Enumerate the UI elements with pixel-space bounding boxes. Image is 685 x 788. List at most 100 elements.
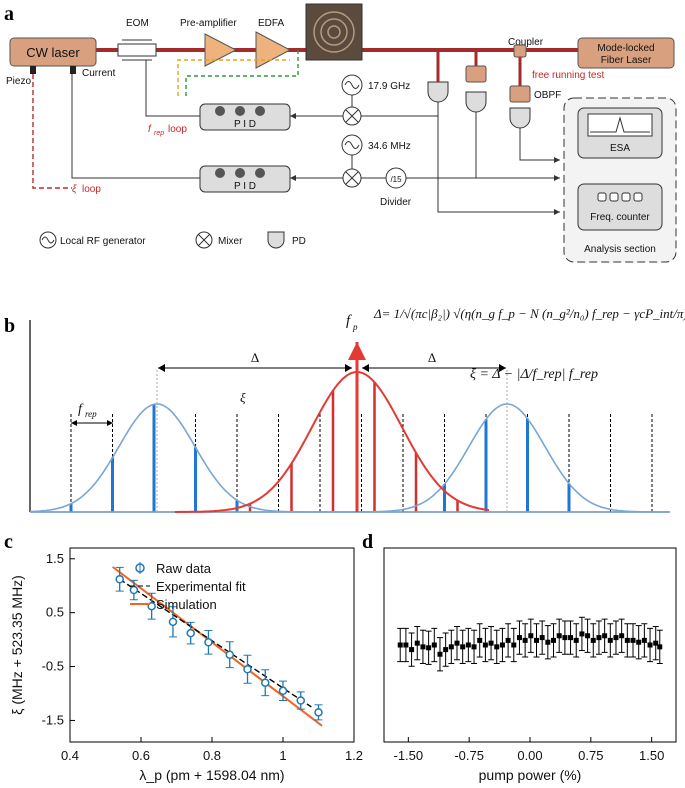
divider-label: Divider — [380, 197, 412, 208]
frep-sub: rep — [85, 409, 97, 419]
counter-digit-1 — [597, 192, 607, 202]
c-ytick-label: -1.5 — [42, 712, 64, 727]
pd-icon-2 — [465, 91, 487, 113]
d-xtick-label: 0.75 — [578, 748, 603, 763]
d-data-point — [499, 642, 505, 648]
equation-xi: ξ = Δ − |Δ/f_rep| f_rep — [470, 367, 598, 382]
c-legend-sim: Simulation — [156, 597, 217, 612]
free-running-label: free running test — [532, 70, 604, 81]
c-data-point — [278, 686, 288, 696]
d-data-point — [488, 640, 494, 646]
divider-factor: /15 — [390, 175, 402, 184]
d-xtick-label: -1.50 — [394, 748, 424, 763]
d-xlabel: pump power (%) — [479, 767, 582, 783]
d-data-point — [539, 635, 545, 641]
legend-mixer-cross — [198, 234, 210, 246]
filter-icon — [465, 65, 487, 83]
c-xtick-label: 0.6 — [132, 748, 150, 763]
panel-label-d: d — [362, 531, 373, 553]
frep-loop-sub: rep — [154, 130, 164, 137]
orange-dashed-line — [177, 59, 290, 96]
current-label: Current — [82, 68, 116, 79]
analysis-label: Analysis section — [584, 244, 656, 255]
mixer-cross-2 — [345, 171, 359, 185]
c-plot-frame — [69, 547, 355, 743]
c-ytick-label: 1.5 — [46, 551, 64, 566]
d-data-point — [551, 637, 557, 643]
pid2-knob-2 — [235, 168, 245, 178]
rf-17ghz-label: 17.9 GHz — [368, 81, 410, 92]
d-data-point — [602, 633, 608, 639]
pd1-to-mixer1 — [361, 102, 439, 117]
c-ytick-label: 0.5 — [46, 605, 64, 620]
legend-rf-label: Local RF generator — [60, 236, 146, 247]
c-data-point — [225, 650, 234, 659]
chip-ring-mid — [320, 18, 348, 46]
d-data-point — [505, 637, 511, 643]
d-data-point — [494, 644, 500, 650]
chip-ring-outer — [313, 11, 355, 53]
c-data-point — [261, 678, 270, 687]
d-data-point — [528, 633, 534, 639]
counter-digit-2 — [609, 192, 619, 202]
preamp-icon — [204, 33, 238, 67]
d-data-point — [409, 647, 415, 653]
chip-ring-inner — [327, 25, 341, 39]
d-data-point — [443, 647, 449, 653]
d-data-point — [624, 637, 630, 643]
delta-label-right: Δ — [428, 350, 436, 365]
d-data-point — [516, 635, 522, 641]
esa-screen — [587, 113, 653, 137]
c-xtick-label: 1.2 — [345, 748, 363, 763]
d-xtick-label: 1.50 — [639, 748, 664, 763]
panel-label-b: b — [4, 315, 15, 337]
c-data-point — [168, 617, 178, 627]
pid1-knob-2 — [235, 106, 245, 116]
green-dashed-line — [185, 50, 299, 96]
c-legend-raw: Raw data — [156, 561, 212, 576]
comb-envelope-right — [30, 403, 670, 513]
d-data-point — [454, 640, 460, 646]
c-xlabel: λ_p (pm + 1598.04 nm) — [139, 767, 284, 783]
coupler-icon — [513, 44, 527, 58]
d-data-point — [420, 644, 426, 650]
comb-envelope-left — [29, 403, 670, 513]
counter-digit-3 — [621, 192, 631, 202]
pid2-label: P I D — [234, 181, 256, 192]
d-data-point — [545, 639, 551, 645]
c-ylabel: ξ (MHz + 523.35 MHz) — [9, 575, 25, 715]
pid1-label: P I D — [234, 119, 256, 130]
xi-label-b: ξ — [240, 390, 246, 405]
cw-laser-label: CW laser — [26, 45, 80, 60]
d-data-point — [556, 633, 562, 639]
mode-locked-label-1: Mode-locked — [597, 43, 654, 54]
d-data-point — [585, 633, 591, 639]
piezo-label: Piezo — [6, 76, 31, 87]
d-data-point — [426, 645, 432, 651]
d-data-point — [477, 637, 483, 643]
d-data-point — [607, 637, 613, 643]
c-xtick-label: 1 — [279, 748, 286, 763]
xi-loop-symbol: ξ — [72, 184, 77, 195]
d-data-point — [596, 635, 602, 641]
rf-34mhz-label: 34.6 MHz — [368, 141, 411, 152]
coupler-label: Coupler — [508, 37, 544, 48]
d-data-point — [636, 639, 642, 645]
legend-mixer-label: Mixer — [218, 236, 243, 247]
d-plot-frame — [383, 547, 677, 743]
d-data-point — [522, 637, 528, 643]
mode-locked-laser-box — [577, 37, 675, 69]
current-port — [70, 66, 76, 74]
xi-loop-label: loop — [82, 184, 101, 195]
d-data-point — [641, 637, 647, 643]
frep-loop-label: loop — [168, 124, 187, 135]
pd3-to-esa — [519, 128, 560, 163]
c-xtick-label: 0.4 — [61, 748, 79, 763]
d-data-point — [511, 642, 517, 648]
d-data-point — [460, 644, 466, 650]
comb-envelope-center — [175, 370, 490, 513]
frep-loop-f: f — [148, 124, 152, 135]
d-data-point — [403, 642, 409, 648]
rf-wave-1 — [344, 81, 360, 89]
mixer-cross-1 — [345, 109, 359, 123]
